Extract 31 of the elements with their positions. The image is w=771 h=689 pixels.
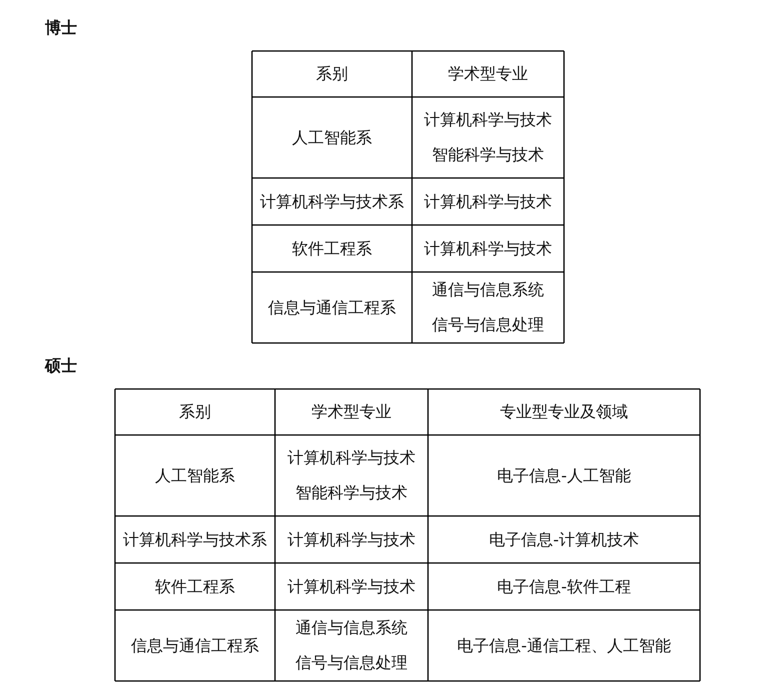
section-heading: 博士	[45, 18, 77, 39]
department-name: 信息与通信工程系	[268, 298, 396, 318]
major-name: 智能科学与技术	[432, 145, 544, 165]
column-header: 系别	[179, 402, 211, 422]
department-name: 软件工程系	[155, 576, 235, 596]
field-name: 电子信息-人工智能	[497, 466, 631, 486]
major-name: 计算机科学与技术	[288, 576, 416, 596]
department-name: 计算机科学与技术系	[123, 530, 267, 550]
department-name: 计算机科学与技术系	[260, 192, 404, 212]
column-header: 系别	[316, 64, 348, 84]
department-name: 信息与通信工程系	[131, 636, 259, 656]
field-name: 电子信息-计算机技术	[489, 530, 639, 550]
department-name: 人工智能系	[292, 128, 372, 148]
major-name: 通信与信息系统	[296, 618, 408, 638]
field-name: 电子信息-软件工程	[497, 576, 631, 596]
column-header: 专业型专业及领域	[500, 402, 628, 422]
major-name: 信号与信息处理	[296, 653, 408, 673]
major-name: 智能科学与技术	[296, 483, 408, 503]
major-name: 计算机科学与技术	[288, 448, 416, 468]
department-name: 人工智能系	[155, 466, 235, 486]
major-name: 计算机科学与技术	[424, 110, 552, 130]
column-header: 学术型专业	[448, 64, 528, 84]
major-name: 信号与信息处理	[432, 315, 544, 335]
section-heading: 硕士	[45, 356, 77, 377]
major-name: 计算机科学与技术	[424, 192, 552, 212]
major-name: 通信与信息系统	[432, 280, 544, 300]
major-name: 计算机科学与技术	[288, 530, 416, 550]
field-name: 电子信息-通信工程、人工智能	[457, 636, 671, 656]
major-name: 计算机科学与技术	[424, 238, 552, 258]
department-name: 软件工程系	[292, 238, 372, 258]
column-header: 学术型专业	[312, 402, 392, 422]
